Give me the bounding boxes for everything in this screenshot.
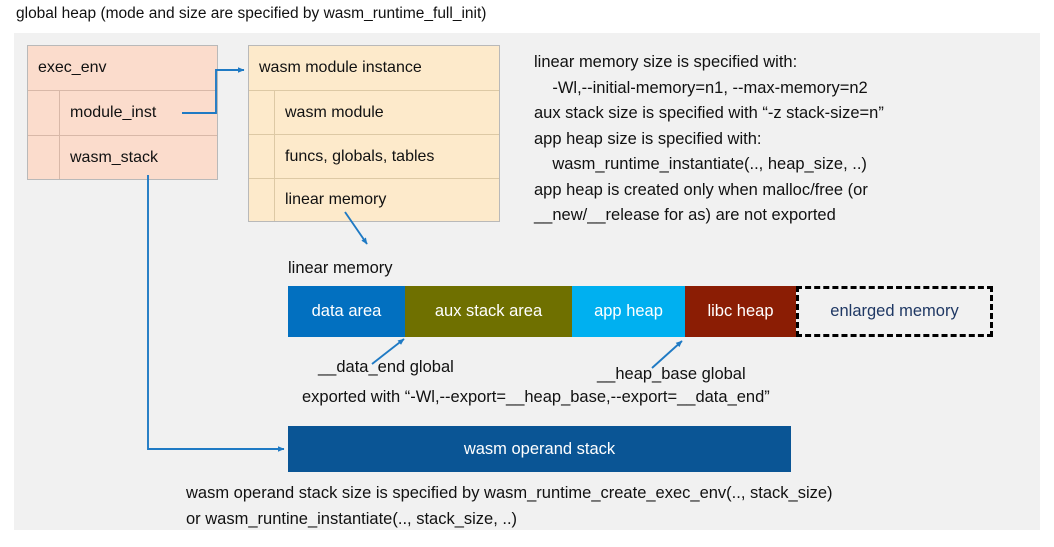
memory-segment-label: enlarged memory — [830, 302, 959, 320]
exported-with-annotation: exported with “-Wl,--export=__heap_base,… — [302, 388, 770, 406]
exec-env-gutter — [28, 136, 60, 179]
memory-segment-label: libc heap — [707, 302, 774, 320]
linear-memory-info-text: linear memory size is specified with: -W… — [534, 53, 884, 224]
wasm-operand-stack-label: wasm operand stack — [463, 439, 616, 458]
module-instance-gutter — [249, 135, 275, 178]
module-instance-header: wasm module instance — [259, 59, 422, 76]
exec-env-row-module-inst: module_inst — [70, 104, 157, 121]
memory-segment-enlarged-memory: enlarged memory — [796, 286, 993, 337]
memory-segment-label: data area — [311, 302, 382, 320]
memory-segment-aux-stack-area: aux stack area — [405, 286, 572, 337]
linear-memory-label: linear memory — [288, 259, 393, 277]
module-instance-gutter — [249, 179, 275, 221]
memory-segment-app-heap: app heap — [572, 286, 685, 337]
module-instance-gutter — [249, 91, 275, 134]
exec-env-header: exec_env — [38, 59, 107, 76]
exec-env-box: exec_env module_inst wasm_stack — [27, 45, 218, 180]
data-end-annotation: __data_end global — [318, 358, 454, 376]
heap-base-annotation: __heap_base global — [597, 365, 746, 383]
linear-memory-bar: data area aux stack area app heap libc heap… — [288, 286, 993, 337]
page-title: global heap (mode and size are specified… — [16, 5, 487, 22]
wasm-module-instance-box: wasm module instance wasm module funcs, … — [248, 45, 500, 222]
memory-segment-data-area: data area — [288, 286, 405, 337]
memory-segment-libc-heap: libc heap — [685, 286, 796, 337]
module-instance-row-wasm-module: wasm module — [285, 103, 384, 121]
operand-stack-info-text: wasm operand stack size is specified by … — [186, 484, 833, 528]
exec-env-gutter — [28, 91, 60, 135]
module-instance-row-funcs: funcs, globals, tables — [285, 147, 435, 165]
wasm-operand-stack-box: wasm operand stack — [288, 426, 791, 472]
memory-segment-label: aux stack area — [434, 302, 543, 320]
module-instance-row-linear-memory: linear memory — [285, 191, 387, 208]
exec-env-row-wasm-stack: wasm_stack — [70, 148, 159, 166]
memory-segment-label: app heap — [594, 302, 663, 320]
